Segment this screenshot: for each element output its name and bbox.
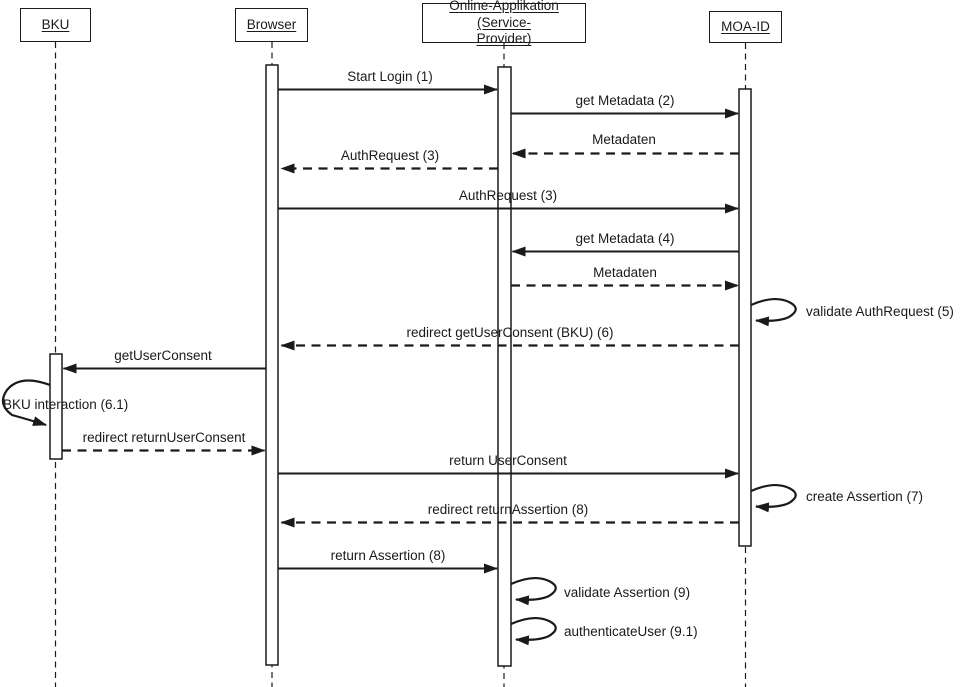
message-label-return-userconsent: return UserConsent [449,453,567,468]
actor-label-online-app-line2: Provider) [476,31,532,47]
actor-label-online-app-line1: Online-Applikation (Service- [449,0,559,30]
message-label-redirect-returnuserconsent: redirect returnUserConsent [82,430,246,445]
actor-label-bku: BKU [41,16,70,32]
actor-label-browser: Browser [246,16,297,32]
self-loop-validate-assertion [510,577,557,606]
message-label-authrequest-return: AuthRequest (3) [340,148,440,163]
message-label-bku-interaction: BKU interaction (6.1) [3,397,129,412]
message-label-redirect-getuserconsent: redirect getUserConsent (BKU) (6) [406,325,614,340]
message-label-metadaten-2: Metadaten [593,265,657,280]
message-label-getuserconsent: getUserConsent [114,348,212,363]
activation-bar-online-app [497,66,512,667]
message-label-start-login: Start Login (1) [347,69,433,84]
self-loop-authenticate-user [510,617,557,646]
activation-bar-browser [265,64,279,666]
message-label-create-assertion: create Assertion (7) [806,489,924,504]
actor-label-moa-id: MOA-ID [721,18,770,34]
self-loop-create-assertion [750,484,797,513]
message-label-authenticate-user: authenticateUser (9.1) [564,624,698,639]
message-label-return-assertion: return Assertion (8) [330,548,446,563]
self-loop-validate-authrequest [750,298,797,327]
message-label-metadaten-1: Metadaten [592,132,656,147]
message-label-validate-assertion: validate Assertion (9) [564,585,691,600]
self-loop-bku-interaction [1,379,51,427]
actor-box-online-app: Online-Applikation (Service- Provider) [422,0,586,46]
actor-box-moa-id: MOA-ID [709,11,782,43]
message-label-get-metadata-4: get Metadata (4) [575,231,675,246]
message-label-validate-authrequest: validate AuthRequest (5) [806,304,954,319]
message-label-get-metadata-2: get Metadata (2) [575,93,675,108]
actor-box-bku: BKU [20,8,91,42]
message-label-redirect-returnassertion: redirect returnAssertion (8) [427,502,589,517]
actor-box-browser: Browser [235,8,308,42]
activation-bar-bku [49,353,63,460]
message-label-authrequest-forward: AuthRequest (3) [458,188,558,203]
activation-bar-moa-id [738,88,752,547]
